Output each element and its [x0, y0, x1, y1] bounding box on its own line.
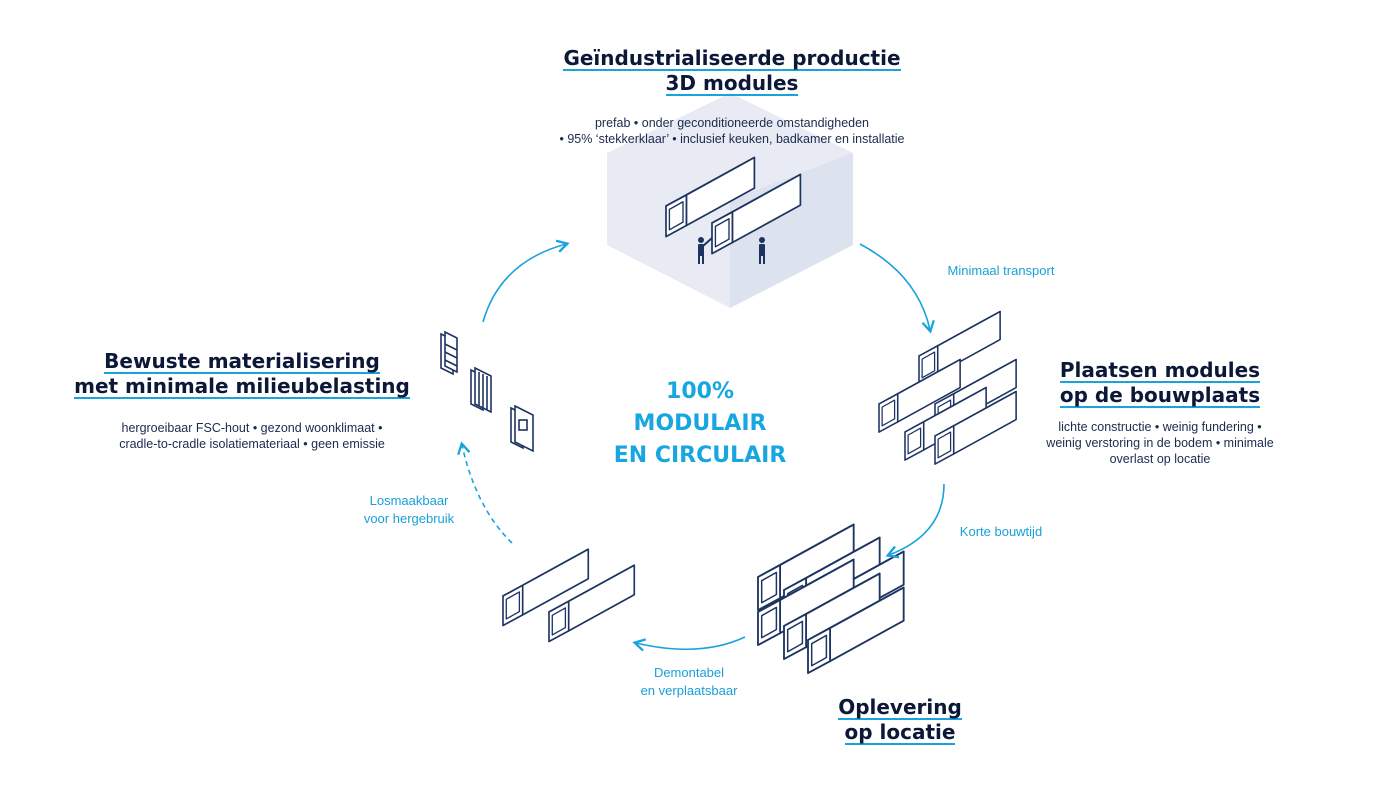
- production-description: prefab • onder geconditioneerde omstandi…: [559, 116, 905, 146]
- material-panels: [440, 330, 534, 453]
- placing-title: Plaatsen modules op de bouwplaats: [1059, 358, 1261, 408]
- placing-description: lichte constructie • weinig fundering • …: [1046, 420, 1274, 466]
- flow-arrows: [457, 239, 945, 652]
- flow-label-reuse: Losmaakbaar voor hergebruik: [363, 493, 455, 526]
- flow-label-transport: Minimaal transport: [947, 263, 1055, 278]
- delivery-modules: [757, 523, 905, 675]
- demountable-modules: [502, 548, 636, 643]
- flow-label-demountable: Demontabel en verplaatsbaar: [640, 665, 738, 698]
- worker-icon: [698, 237, 713, 264]
- materials-title: Bewuste materialisering met minimale mil…: [74, 349, 410, 399]
- production-title: Geïndustrialiseerde productie 3D modules: [563, 46, 901, 96]
- flow-label-build-time: Korte bouwtijd: [959, 524, 1043, 539]
- placing-modules: [878, 310, 1017, 465]
- materials-description: hergroeibaar FSC-hout • gezond woonklima…: [119, 421, 385, 451]
- delivery-title: Oplevering op locatie: [838, 695, 962, 745]
- center-label: 100% MODULAIR EN CIRCULAIR: [613, 379, 787, 468]
- worker-icon: [759, 237, 765, 264]
